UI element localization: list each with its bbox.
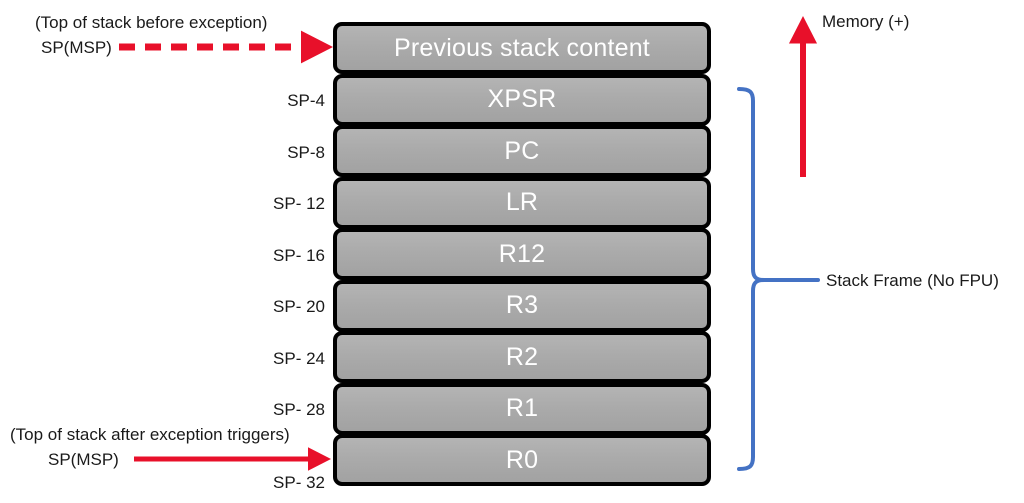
sp-msp-label-before: SP(MSP): [41, 38, 112, 57]
note-top-of-stack-after: (Top of stack after exception triggers): [10, 425, 290, 444]
offset-label-sp-4: SP-4: [287, 91, 325, 110]
offset-label-sp-20: SP- 20: [273, 297, 325, 316]
stack-row-previous-stack-content[interactable]: Previous stack content: [333, 22, 711, 74]
stack-row-pc[interactable]: PC: [333, 125, 711, 177]
stack-row-lr[interactable]: LR: [333, 176, 711, 229]
offset-label-sp-24: SP- 24: [273, 349, 325, 368]
stack-row-label: R0: [505, 445, 539, 474]
stack-frame-bracket-label: Stack Frame (No FPU): [826, 271, 999, 290]
stack-frame-column: Previous stack content XPSR PC LR R12 R3…: [333, 22, 711, 486]
stack-row-r0[interactable]: R0: [333, 434, 711, 486]
stack-row-r12[interactable]: R12: [333, 228, 711, 280]
note-top-of-stack-before: (Top of stack before exception): [35, 13, 268, 32]
stack-row-label: PC: [504, 136, 540, 165]
stack-row-label: R12: [498, 239, 546, 268]
stack-row-label: R2: [505, 342, 539, 371]
stack-row-label: XPSR: [487, 85, 557, 113]
offset-label-sp-28: SP- 28: [273, 400, 325, 419]
stack-row-r2[interactable]: R2: [333, 331, 711, 383]
offset-label-sp-32: SP- 32: [273, 473, 325, 492]
offset-label-sp-16: SP- 16: [273, 246, 325, 265]
offset-label-sp-8: SP-8: [287, 143, 325, 162]
stack-row-label: LR: [505, 188, 539, 216]
stack-frame-brace: [737, 87, 820, 471]
stack-row-label: R3: [505, 291, 539, 319]
sp-msp-label-after: SP(MSP): [48, 450, 119, 469]
stack-row-label: R1: [505, 394, 539, 422]
stack-row-label: Previous stack content: [394, 33, 650, 62]
memory-direction-label: Memory (+): [822, 12, 910, 31]
offset-label-sp-12: SP- 12: [273, 194, 325, 213]
stack-row-r1[interactable]: R1: [333, 382, 711, 435]
stack-row-xpsr[interactable]: XPSR: [333, 73, 711, 126]
stack-row-r3[interactable]: R3: [333, 279, 711, 332]
